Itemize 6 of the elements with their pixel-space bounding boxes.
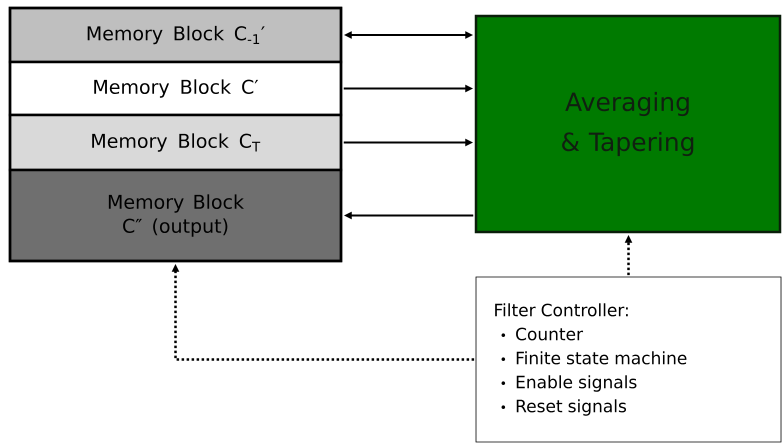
controller-box: Filter Controller: Counter Finite state machine Enable signals Reset signals: [476, 276, 782, 442]
memory-block: Memory Block C$_{-1}$′: [8, 6, 342, 64]
memory-block: Memory Block C′: [8, 60, 342, 116]
memory-block: Memory Block C$_{T}$: [8, 114, 342, 172]
process-box: Averaging & Tapering: [474, 14, 782, 234]
memory-block: Memory Block C″ (output): [8, 168, 342, 262]
